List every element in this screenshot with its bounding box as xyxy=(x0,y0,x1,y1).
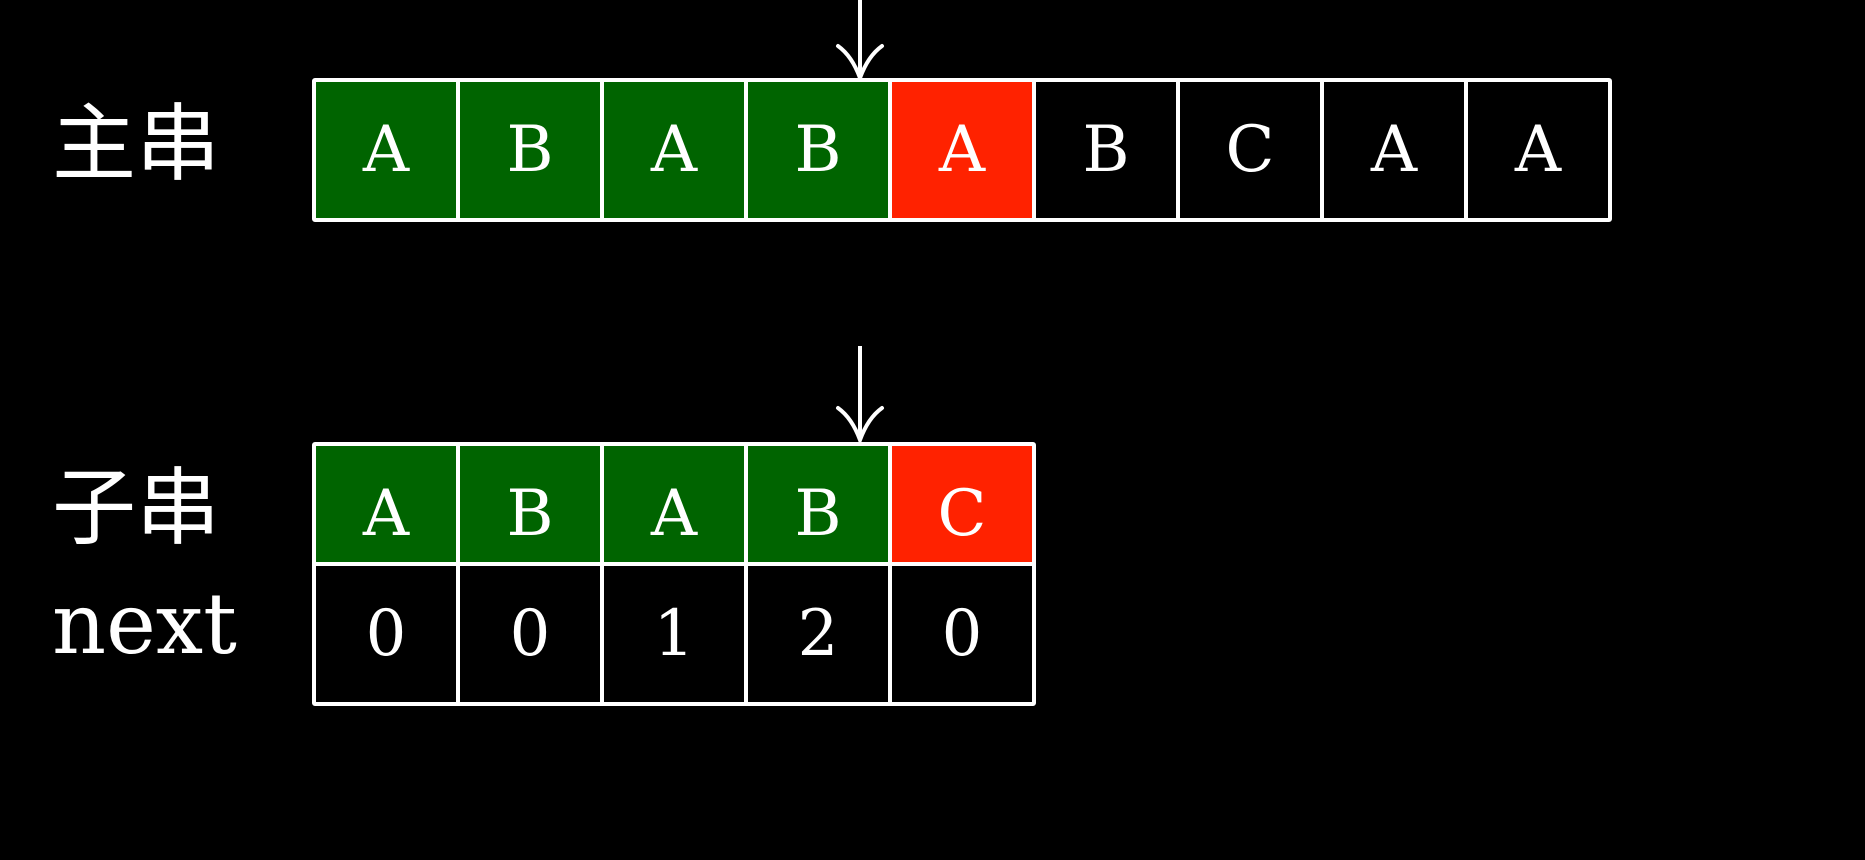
down-arrow-icon xyxy=(836,0,884,80)
main-string-cell-8: A xyxy=(1468,82,1608,218)
main-string-cell-7: A xyxy=(1324,82,1464,218)
pattern-string-cell-3: B xyxy=(748,446,888,582)
main-string-cell-3: B xyxy=(748,82,888,218)
main-string-cell-0: A xyxy=(316,82,456,218)
next-array-cell-3: 2 xyxy=(748,566,888,702)
next-array-cell-4: 0 xyxy=(892,566,1032,702)
next-array-cell-0: 0 xyxy=(316,566,456,702)
pattern-string-label: 子串 xyxy=(52,459,221,557)
down-arrow-icon xyxy=(836,346,884,442)
main-string-cell-4: A xyxy=(892,82,1032,218)
pattern-string-cell-4: C xyxy=(892,446,1032,582)
next-array-label: next xyxy=(52,575,237,673)
main-string-cell-6: C xyxy=(1180,82,1320,218)
pattern-string-cell-2: A xyxy=(604,446,744,582)
main-string-label: 主串 xyxy=(52,95,221,193)
pattern-string-cell-1: B xyxy=(460,446,600,582)
next-array-cell-2: 1 xyxy=(604,566,744,702)
main-string-cell-2: A xyxy=(604,82,744,218)
main-pointer-arrow xyxy=(830,0,890,80)
pattern-pointer-arrow xyxy=(830,346,890,442)
main-string-cell-1: B xyxy=(460,82,600,218)
pattern-string-cell-0: A xyxy=(316,446,456,582)
main-string-cell-5: B xyxy=(1036,82,1176,218)
next-array-cell-1: 0 xyxy=(460,566,600,702)
